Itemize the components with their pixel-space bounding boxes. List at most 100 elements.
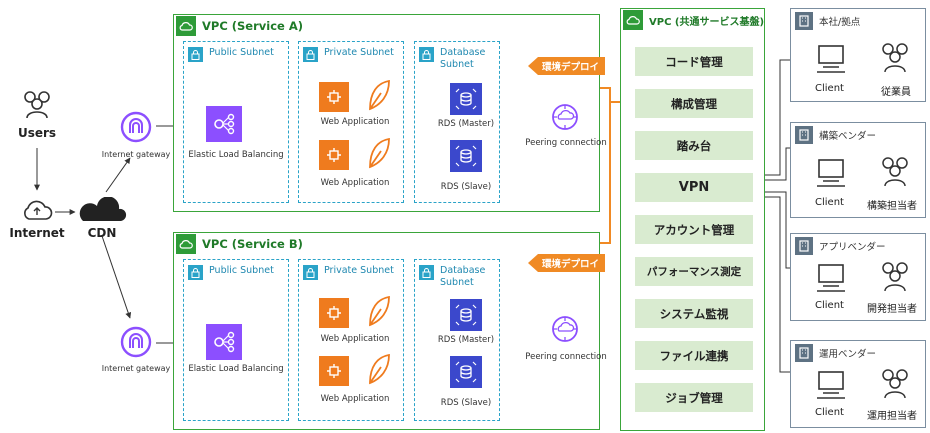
site-headquarters: 本社/拠点 Client 従業員 — [790, 8, 926, 102]
rds-slave-icon — [450, 140, 482, 172]
service-configuration-management: 構成管理 — [635, 89, 753, 118]
vpc-title: VPC (Service A) — [202, 19, 303, 33]
private-subnet: Private Subnet — [298, 259, 404, 421]
leaf-icon — [365, 352, 393, 386]
service-system-monitoring: システム監視 — [635, 299, 753, 328]
subnet-title: Database Subnet — [440, 47, 486, 70]
peering-connection-icon — [550, 314, 580, 344]
web-application-label: Web Application — [320, 178, 390, 188]
service-code-management: コード管理 — [635, 47, 753, 76]
building-icon — [795, 12, 813, 30]
client-computer-icon — [813, 367, 849, 403]
cdn-cloud-icon — [76, 196, 128, 226]
service-bastion: 踏み台 — [635, 131, 753, 160]
site-ops-vendor: 運用ベンダー Client 運用担当者 — [790, 340, 926, 428]
internet-gateway-label: Internet gateway — [101, 364, 171, 373]
subnet-title: Private Subnet — [324, 47, 394, 58]
compute-icon — [319, 140, 349, 170]
site-app-vendor: アプリベンダー Client 開発担当者 — [790, 233, 926, 321]
vpc-title: VPC (共通サービス基盤) — [649, 16, 765, 28]
rds-slave-label: RDS (Slave) — [440, 398, 492, 408]
person-icon — [877, 365, 913, 401]
person-label: 運用担当者 — [867, 411, 917, 422]
lock-icon — [188, 265, 203, 280]
rds-master-label: RDS (Master) — [437, 335, 495, 345]
person-icon — [877, 153, 913, 189]
service-file-integration: ファイル連携 — [635, 341, 753, 370]
cdn-label: CDN — [87, 226, 117, 240]
rds-master-label: RDS (Master) — [437, 119, 495, 129]
site-title: 構築ベンダー — [819, 131, 877, 142]
lock-icon — [419, 47, 434, 62]
service-account-management: アカウント管理 — [635, 215, 753, 244]
subnet-title: Public Subnet — [209, 47, 274, 58]
compute-icon — [319, 356, 349, 386]
subnet-title: Database Subnet — [440, 265, 486, 288]
private-subnet: Private Subnet — [298, 41, 404, 203]
deploy-tag: 環境デプロイ — [528, 57, 606, 75]
site-title: アプリベンダー — [819, 242, 886, 253]
client-label: Client — [815, 300, 844, 311]
person-icon — [877, 258, 913, 294]
site-title: 運用ベンダー — [819, 349, 877, 360]
leaf-icon — [365, 78, 393, 112]
users-label: Users — [17, 126, 57, 140]
peering-connection-icon — [550, 102, 580, 132]
internet-gateway-icon — [119, 110, 153, 144]
lock-icon — [419, 265, 434, 280]
elb-label: Elastic Load Balancing — [188, 364, 284, 374]
client-label: Client — [815, 197, 844, 208]
service-job-management: ジョブ管理 — [635, 383, 753, 412]
internet-label: Internet — [9, 226, 65, 240]
client-label: Client — [815, 83, 844, 94]
deploy-tag: 環境デプロイ — [528, 254, 606, 272]
lock-icon — [303, 47, 318, 62]
web-application-label: Web Application — [320, 394, 390, 404]
elb-icon — [206, 324, 242, 360]
building-icon — [795, 344, 813, 362]
database-subnet: Database Subnet — [414, 259, 500, 421]
client-computer-icon — [813, 41, 849, 77]
person-label: 従業員 — [881, 87, 911, 98]
subnet-title: Private Subnet — [324, 265, 394, 276]
subnet-title: Public Subnet — [209, 265, 274, 276]
building-icon — [795, 126, 813, 144]
peering-connection-label: Peering connection — [525, 352, 607, 362]
lock-icon — [303, 265, 318, 280]
internet-gateway-icon — [119, 325, 153, 359]
rds-slave-label: RDS (Slave) — [440, 182, 492, 192]
site-build-vendor: 構築ベンダー Client 構築担当者 — [790, 122, 926, 218]
lock-icon — [188, 47, 203, 62]
leaf-icon — [365, 136, 393, 170]
web-application-label: Web Application — [320, 117, 390, 127]
vpc-shared-services: VPC (共通サービス基盤) コード管理 構成管理 踏み台 VPN アカウント管… — [620, 8, 765, 431]
rds-slave-icon — [450, 356, 482, 388]
building-icon — [795, 237, 813, 255]
web-application-label: Web Application — [320, 334, 390, 344]
elb-label: Elastic Load Balancing — [188, 150, 284, 160]
vpc-service-b: VPC (Service B) Public Subnet Private Su… — [173, 232, 600, 430]
rds-master-icon — [450, 299, 482, 331]
service-vpn: VPN — [635, 173, 753, 202]
vpc-title: VPC (Service B) — [202, 237, 303, 251]
person-label: 構築担当者 — [867, 201, 917, 212]
cloud-icon — [176, 16, 196, 36]
person-label: 開発担当者 — [867, 304, 917, 315]
internet-cloud-icon — [20, 196, 54, 224]
service-performance-measurement: パフォーマンス測定 — [635, 257, 753, 286]
elb-icon — [206, 106, 242, 142]
internet-gateway-label: Internet gateway — [101, 150, 171, 159]
vpc-service-a: VPC (Service A) Public Subnet Private Su… — [173, 14, 600, 212]
users-icon — [19, 88, 55, 120]
client-label: Client — [815, 407, 844, 418]
database-subnet: Database Subnet — [414, 41, 500, 203]
compute-icon — [319, 298, 349, 328]
peering-connection-label: Peering connection — [525, 138, 607, 148]
cloud-icon — [623, 10, 643, 30]
client-computer-icon — [813, 155, 849, 191]
employee-person-icon — [877, 39, 913, 75]
compute-icon — [319, 82, 349, 112]
rds-master-icon — [450, 83, 482, 115]
leaf-icon — [365, 294, 393, 328]
client-computer-icon — [813, 260, 849, 296]
